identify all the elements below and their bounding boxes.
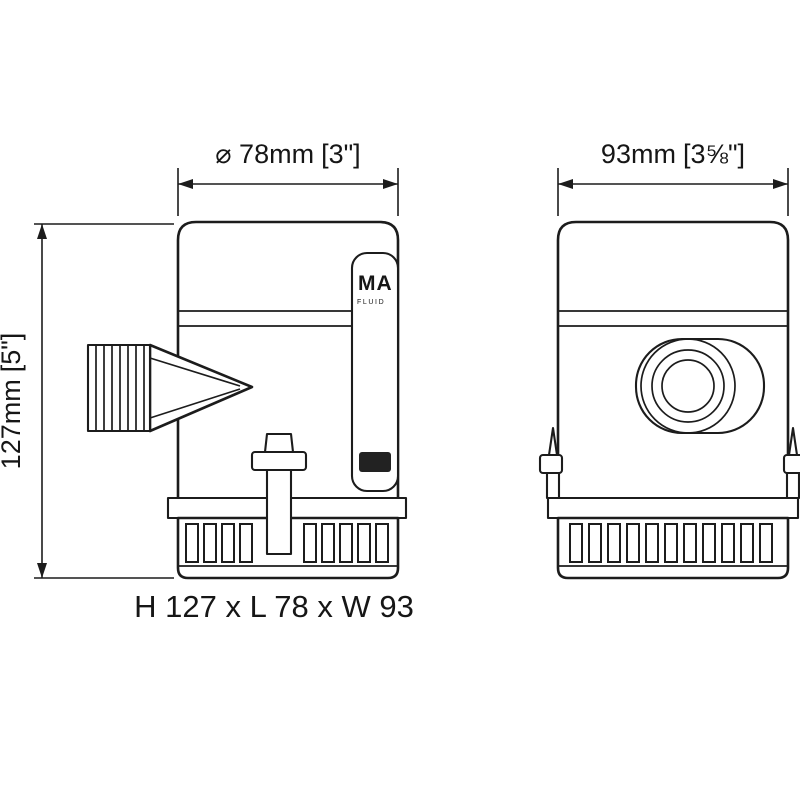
port-flange [634,337,766,435]
hose-barb-ribs [95,345,145,431]
brand-subtext: FLUID [357,299,385,306]
port-circle-middle [651,349,725,423]
base-plate-front [546,496,800,520]
dimension-width-label: 93mm[3⅝"] [601,139,745,169]
dimension-diameter: ⌀ 78mm[3"] [177,139,399,216]
port-circle-inner [661,359,715,413]
outlet-cone-edge-top [149,357,241,387]
pump-front-view [538,220,800,580]
release-clip [250,432,308,556]
strainer-slots-front [569,523,773,563]
pump-body-outline [176,220,400,502]
dimension-height: 127mm[5"] [0,223,174,579]
outlet-port-front [634,337,766,435]
brand-label-strip: MA FLUID [350,251,400,493]
dimension-width: 93mm[3⅝"] [557,139,789,216]
port-circle-outer [640,338,736,434]
clip-tab [263,432,295,454]
brand-label-outline [350,251,400,493]
dimension-height-label: 127mm[5"] [0,333,26,470]
brand-text: MA [358,272,393,295]
dimension-diameter-label: ⌀ 78mm[3"] [215,139,360,169]
clip-stem [265,468,293,556]
strainer-base-front [556,516,790,580]
side-clip-right [782,426,800,500]
outlet-cone-edge-bottom [149,388,241,419]
clip-flange [250,450,308,472]
hose-barb [86,343,152,433]
pump-side-view: MA FLUID [86,220,408,580]
size-summary-text: H 127 x L 78 x W 93 [134,589,414,624]
strainer-slots [185,523,389,563]
brand-logo-mark [359,452,391,472]
